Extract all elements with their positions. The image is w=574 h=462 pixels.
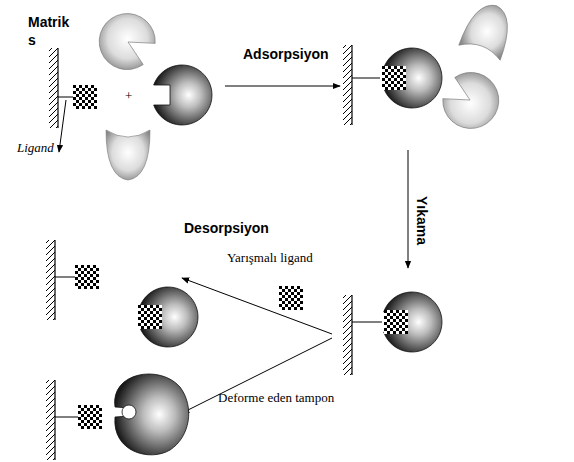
matrix-label: Matrik s [28,14,80,49]
ligand-label: Ligand [17,140,54,156]
method-label: Deforme eden tampon [218,390,334,406]
method-label: Yarışmalı ligand [227,250,313,266]
plus-sign: + [125,88,132,104]
step-label: Adsorpsiyon [243,46,329,64]
step-label: Yıkama [413,196,431,245]
step-label: Desorpsiyon [184,220,269,238]
